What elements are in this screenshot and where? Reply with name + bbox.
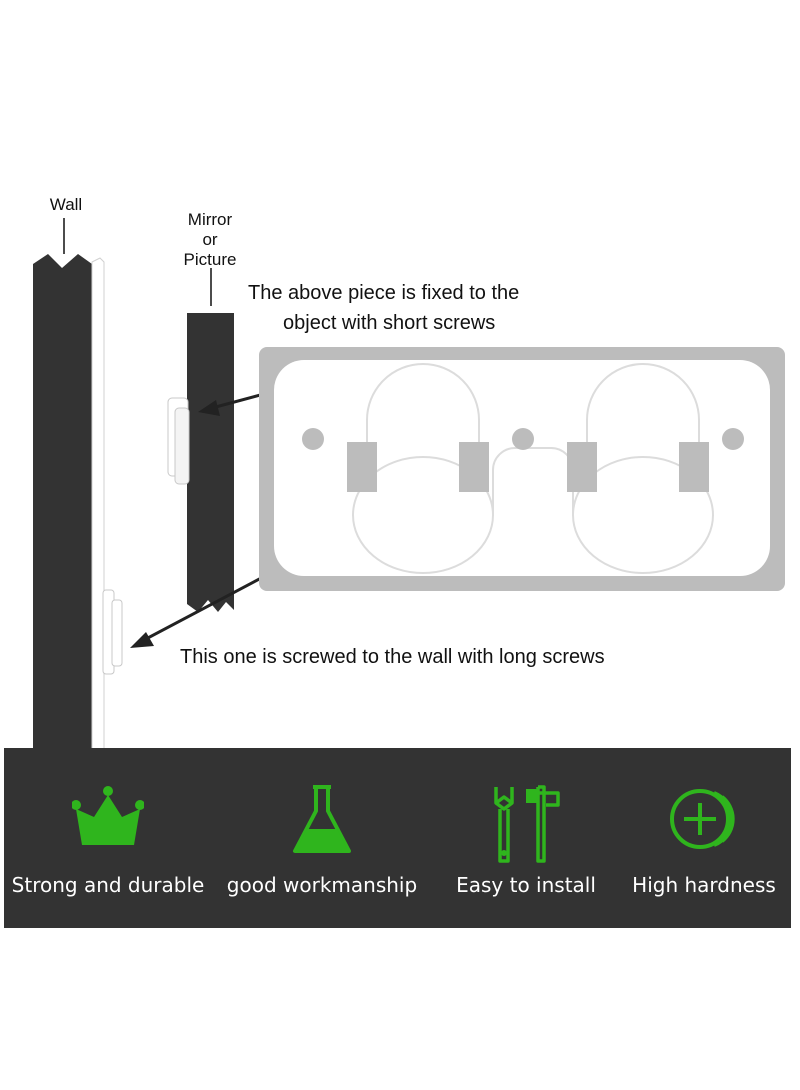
- wrench-hammer-icon: [494, 785, 560, 863]
- wall-section: [33, 218, 105, 760]
- feature-bar: Strong and durable good workmanship Easy…: [4, 748, 791, 928]
- mounting-plate: [259, 347, 785, 591]
- top-note-line1: The above piece is fixed to the: [248, 282, 520, 304]
- wall-label: Wall: [49, 195, 83, 214]
- object-label-line2: or: [202, 230, 218, 249]
- feature-high-hardness: High hardness: [606, 748, 800, 928]
- top-note-line2: object with short screws: [283, 312, 496, 334]
- feature-label: Easy to install: [456, 873, 596, 897]
- flask-icon: [293, 785, 351, 853]
- mounting-diagram: [33, 218, 785, 760]
- object-label-line3: Picture: [183, 250, 237, 269]
- feature-easy-install: Easy to install: [428, 748, 624, 928]
- wall-bracket: [102, 589, 123, 675]
- object-label-line1: Mirror: [187, 210, 233, 229]
- object-bracket: [167, 397, 190, 485]
- feature-label: Strong and durable: [11, 873, 205, 897]
- feature-label: High hardness: [632, 873, 776, 897]
- feature-label: good workmanship: [226, 873, 418, 897]
- feature-good-workmanship: good workmanship: [224, 748, 420, 928]
- bottom-note: This one is screwed to the wall with lon…: [180, 646, 605, 668]
- object-section: [187, 268, 234, 612]
- crown-icon: [72, 786, 144, 845]
- coin-icon: [670, 789, 735, 849]
- feature-strong-durable: Strong and durable: [10, 748, 206, 928]
